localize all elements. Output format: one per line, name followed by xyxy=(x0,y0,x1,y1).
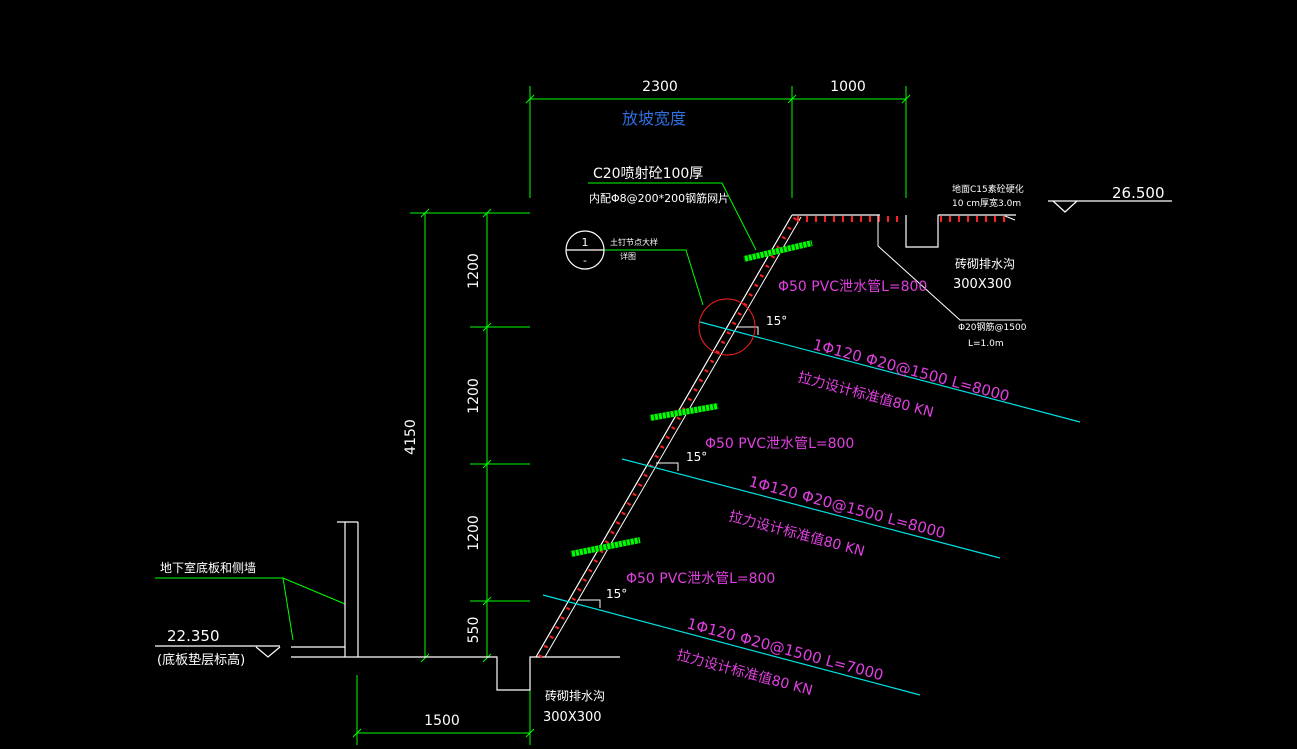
dim-total-height: 4150 xyxy=(403,419,419,455)
top-elevation: 26.500 xyxy=(1112,184,1165,202)
dim-bottom: 1500 xyxy=(424,713,460,729)
dim-top-left: 2300 xyxy=(642,79,678,95)
detail-note-2: 详图 xyxy=(620,251,636,261)
shotcrete-label: C20喷射砼100厚 xyxy=(593,166,703,182)
pvc-drain-pipes xyxy=(570,240,813,557)
mesh-label: 内配Φ8@200*200钢筋网片 xyxy=(589,191,729,205)
detail-number: 1 xyxy=(582,236,589,249)
angle-markers xyxy=(578,326,759,608)
top-ditch-size: 300X300 xyxy=(953,277,1012,292)
nail-spec-3: 1Φ120 Φ20@1500 L=7000 xyxy=(685,614,885,684)
soil-nails xyxy=(542,321,1081,696)
leader-lines xyxy=(155,182,757,641)
rebar-dowels xyxy=(877,215,1022,321)
dim-seg4: 550 xyxy=(466,617,482,644)
bottom-ditch-size: 300X300 xyxy=(543,710,602,725)
dimension-lines xyxy=(352,86,911,745)
rebar-note-2: L=1.0m xyxy=(968,339,1004,349)
drain-label-2: Φ50 PVC泄水管L=800 xyxy=(705,436,854,452)
rebar-note-1: Φ20钢筋@1500 xyxy=(958,321,1027,333)
surface-note-1: 地面C15素砼硬化 xyxy=(952,183,1024,195)
angle-label-1: 15° xyxy=(766,314,787,328)
drain-label-1: Φ50 PVC泄水管L=800 xyxy=(778,279,927,295)
shotcrete-layer xyxy=(538,215,1016,659)
bottom-elevation-note: (底板垫层标高) xyxy=(157,652,245,668)
surface-note-2: 10 cm厚宽3.0m xyxy=(952,197,1021,209)
dim-seg1: 1200 xyxy=(466,253,482,289)
basement-label: 地下室底板和侧墙 xyxy=(160,560,256,575)
profile-outline xyxy=(155,200,1172,691)
dim-seg2: 1200 xyxy=(466,378,482,414)
bottom-elevation: 22.350 xyxy=(167,627,220,645)
slope-width-title: 放坡宽度 xyxy=(622,109,686,128)
dim-seg3: 1200 xyxy=(466,515,482,551)
bottom-ditch-label: 砖砌排水沟 xyxy=(545,688,605,703)
angle-label-3: 15° xyxy=(606,587,627,601)
detail-sheet: - xyxy=(583,254,587,267)
angle-label-2: 15° xyxy=(686,450,707,464)
detail-callout-circle xyxy=(698,298,756,356)
drain-label-3: Φ50 PVC泄水管L=800 xyxy=(626,571,775,587)
dim-top-right: 1000 xyxy=(830,79,866,95)
detail-note-1: 土钉节点大样 xyxy=(610,237,658,247)
top-ditch-label: 砖砌排水沟 xyxy=(955,256,1015,271)
